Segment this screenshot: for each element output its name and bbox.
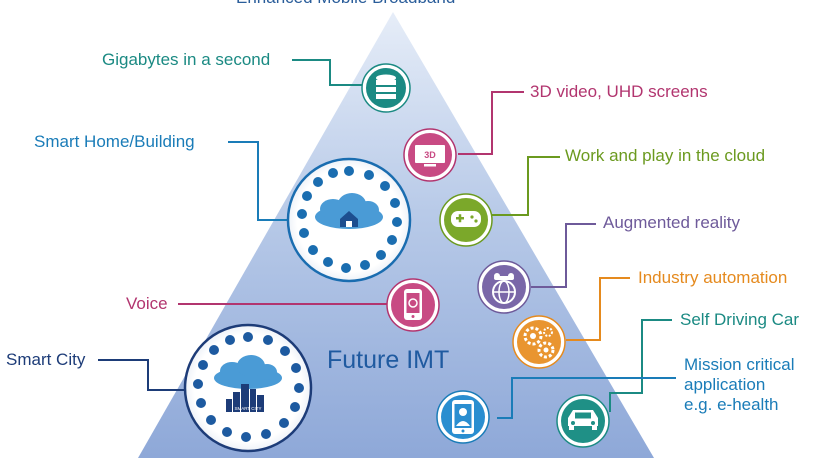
mission-line-2: application xyxy=(684,375,766,394)
label-augmented-reality: Augmented reality xyxy=(603,213,741,232)
smart-home-cloud-icon xyxy=(286,157,412,283)
ar-connector xyxy=(531,223,596,288)
mission-connector xyxy=(497,377,676,419)
smart-home-connector xyxy=(228,141,290,221)
gamepad-icon xyxy=(439,193,493,247)
center-title: Future IMT xyxy=(327,346,450,374)
video-connector xyxy=(458,91,524,155)
self-driving-connector xyxy=(609,319,672,412)
smart-city-connector xyxy=(98,359,188,391)
label-voice: Voice xyxy=(126,294,168,313)
label-self-driving-car: Self Driving Car xyxy=(680,310,800,329)
industry-connector xyxy=(566,277,630,341)
voice-phone-icon xyxy=(386,278,440,332)
mission-line-3: e.g. e-health xyxy=(684,395,779,414)
cloud-connector xyxy=(492,156,560,216)
gigabytes-connector xyxy=(292,59,365,86)
smart-city-badge-text: SMART CITY xyxy=(234,406,261,411)
smart-city-cloud-icon: SMART CITY xyxy=(183,323,313,453)
label-cloud-work-play: Work and play in the cloud xyxy=(565,146,766,165)
label-industry-automation: Industry automation xyxy=(638,268,788,287)
label-smart-city: Smart City xyxy=(6,350,86,369)
self-driving-car-icon xyxy=(556,394,610,448)
industry-gears-icon xyxy=(512,315,566,369)
label-3d-video: 3D video, UHD screens xyxy=(530,82,708,101)
top-title: Enhanced Mobile Broadband xyxy=(236,0,455,8)
augmented-reality-icon xyxy=(477,260,531,314)
database-icon xyxy=(361,63,411,113)
label-smart-home: Smart Home/Building xyxy=(34,132,195,151)
screen-3d-text: 3D xyxy=(424,150,436,160)
mission-line-1: Mission critical xyxy=(684,355,795,374)
label-mission-critical: Mission critical application e.g. e-heal… xyxy=(684,355,795,415)
label-gigabytes: Gigabytes in a second xyxy=(102,50,271,69)
3d-screen-icon: 3D xyxy=(403,128,457,182)
mission-critical-health-icon xyxy=(436,390,490,444)
connector-lines xyxy=(98,59,676,419)
